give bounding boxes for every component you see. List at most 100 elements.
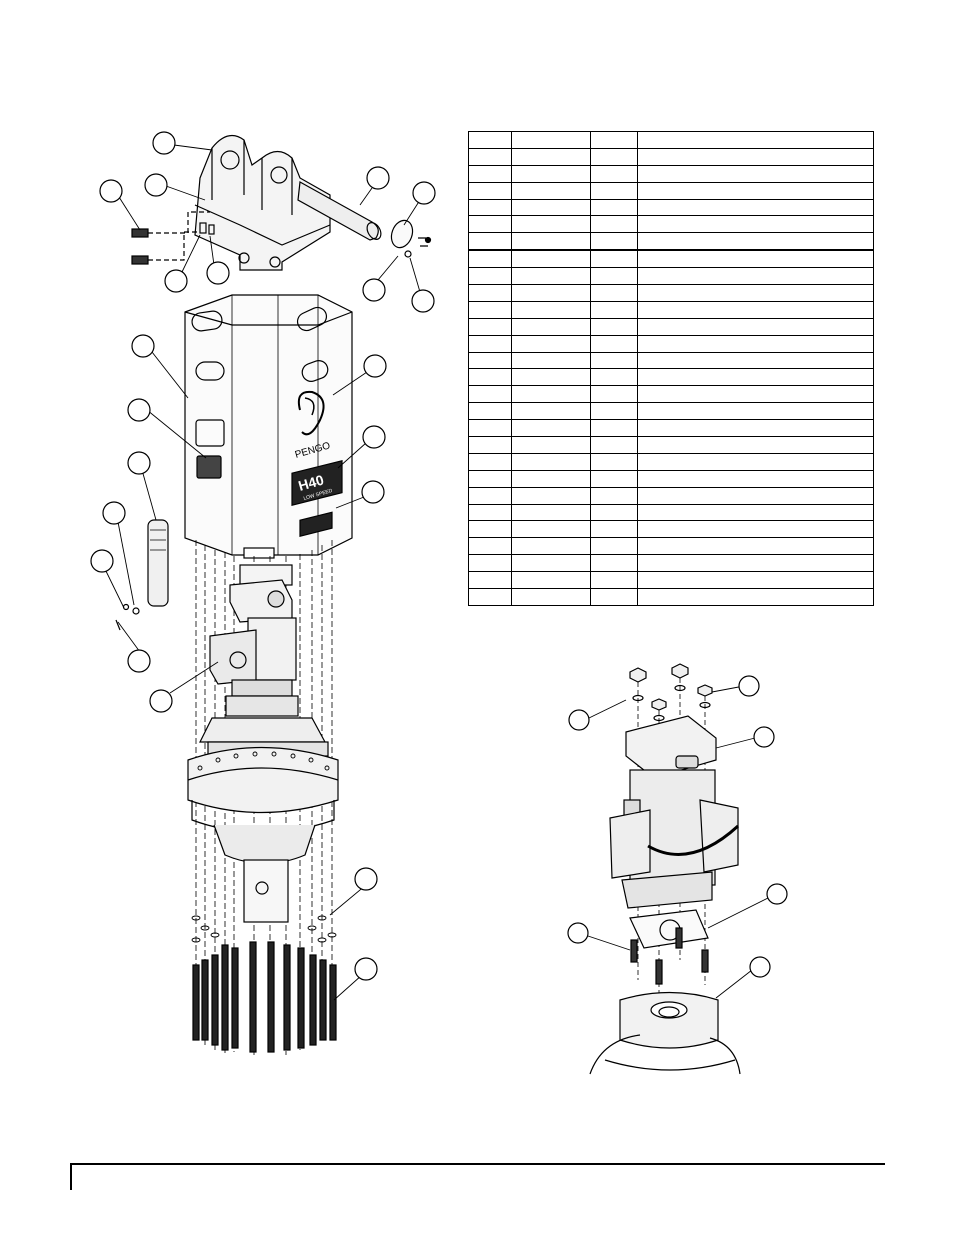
parts-table-cell (637, 198, 874, 217)
parts-table-cell (511, 436, 591, 454)
parts-table-cell (637, 164, 874, 183)
parts-table-cell (590, 267, 638, 286)
parts-table-row (468, 300, 874, 319)
parts-table-cell (637, 503, 874, 522)
parts-table-row (468, 147, 874, 166)
parts-table-cell (468, 436, 512, 454)
parts-table-cell (590, 452, 638, 471)
parts-table-cell (590, 131, 638, 149)
parts-table-cell (511, 284, 591, 302)
parts-table-cell (590, 215, 638, 234)
parts-table-cell (468, 520, 512, 539)
parts-table-cell (590, 317, 638, 336)
retaining-plate (390, 219, 414, 249)
parts-table-cell (637, 588, 874, 606)
parts-table-cell (590, 147, 638, 166)
parts-table-cell (468, 537, 512, 556)
parts-table-cell (468, 232, 512, 251)
parts-table-row (468, 588, 874, 606)
parts-table-cell (511, 486, 591, 505)
parts-table-cell (637, 300, 874, 319)
parts-table-cell (511, 147, 591, 166)
parts-table-cell (637, 147, 874, 166)
parts-table-cell (637, 368, 874, 387)
parts-table-cell (637, 520, 874, 539)
parts-table-cell (637, 215, 874, 234)
parts-table-cell (590, 300, 638, 319)
parts-table-cell (511, 402, 591, 421)
callout-balloons-main (90, 131, 436, 981)
parts-table-cell (511, 249, 591, 269)
footer-rule (70, 1163, 885, 1165)
parts-table-cell (468, 249, 512, 269)
parts-table-row (468, 571, 874, 590)
parts-table-cell (468, 147, 512, 166)
parts-table-cell (468, 571, 512, 590)
parts-table-cell (637, 385, 874, 404)
parts-table-cell (590, 368, 638, 387)
parts-table-cell (468, 131, 512, 149)
parts-table-cell (590, 249, 638, 269)
parts-table-row (468, 317, 874, 336)
parts-table-row (468, 436, 874, 454)
parts-table-row (468, 368, 874, 387)
parts-table-cell (511, 181, 591, 200)
parts-table-cell (511, 334, 591, 353)
parts-table-row (468, 469, 874, 488)
detail-motor-assembly (589, 663, 741, 1075)
bail-pin (297, 181, 382, 241)
parts-table-cell (590, 198, 638, 217)
parts-table-cell (637, 419, 874, 438)
parts-table-cell (590, 385, 638, 404)
parts-table-row (468, 351, 874, 370)
parts-table-cell (637, 402, 874, 421)
parts-table-cell (590, 571, 638, 590)
parts-table-cell (637, 131, 874, 149)
parts-table-cell (468, 300, 512, 319)
parts-table-cell (468, 267, 512, 286)
parts-table-cell (468, 419, 512, 438)
parts-table-row (468, 215, 874, 234)
parts-table-cell (468, 385, 512, 404)
parts-table-row (468, 503, 874, 522)
parts-table-cell (468, 334, 512, 353)
bracket-bolts (131, 211, 215, 265)
parts-table-cell (511, 232, 591, 251)
parts-table-row (468, 131, 874, 149)
parts-table-cell (468, 351, 512, 370)
parts-table-row (468, 537, 874, 556)
parts-table-cell (468, 469, 512, 488)
parts-table-cell (590, 469, 638, 488)
parts-table-cell (590, 334, 638, 353)
parts-table-row (468, 198, 874, 217)
parts-table-cell (590, 537, 638, 556)
callout-leaders-detail (587, 685, 769, 999)
parts-table-cell (511, 300, 591, 319)
parts-table-row (468, 419, 874, 438)
parts-table-cell (637, 317, 874, 336)
parts-table-cell (637, 267, 874, 286)
housing-model-text: H40 (296, 471, 325, 494)
parts-table-row (468, 452, 874, 471)
parts-table-cell (511, 554, 591, 573)
parts-table-cell (637, 537, 874, 556)
parts-table-cell (511, 537, 591, 556)
parts-table-row (468, 486, 874, 505)
parts-table-cell (468, 486, 512, 505)
parts-table-cell (637, 249, 874, 269)
parts-table-cell (511, 571, 591, 590)
parts-table-cell (590, 554, 638, 573)
footer-corner-mark (70, 1163, 72, 1190)
parts-table-cell (590, 503, 638, 522)
callout-leaders-main (103, 144, 421, 1001)
parts-table-cell (468, 402, 512, 421)
parts-table-cell (511, 368, 591, 387)
callout-balloons-detail (567, 675, 788, 978)
parts-table-row (468, 554, 874, 573)
parts-table-cell (637, 469, 874, 488)
parts-table-row (468, 232, 874, 251)
parts-table-cell (511, 317, 591, 336)
parts-table-cell (511, 385, 591, 404)
